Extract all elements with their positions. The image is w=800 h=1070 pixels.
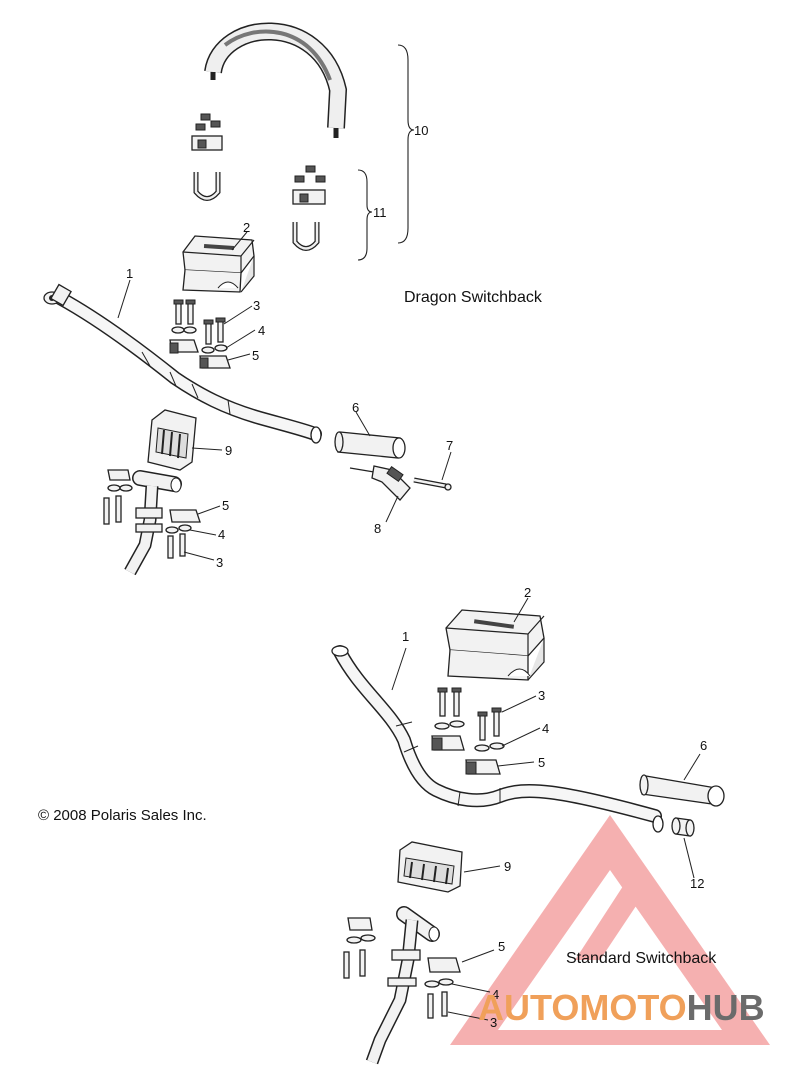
dragon-callout-1: 1 — [126, 266, 133, 281]
dragon-part-1-handlebar — [43, 283, 322, 444]
dragon-callout-3: 3 — [253, 298, 260, 313]
dragon-washers-4 — [171, 326, 228, 354]
dragon-part-9-riser-block — [147, 409, 197, 471]
standard-callout-lower-3: 3 — [490, 1015, 497, 1030]
dragon-section-title: Dragon Switchback — [404, 289, 543, 306]
dragon-callout-7: 7 — [446, 438, 453, 453]
dragon-callout-2: 2 — [243, 220, 250, 235]
dragon-u-bolt-kit-right — [292, 165, 326, 251]
dragon-callout-5: 5 — [252, 348, 259, 363]
standard-part-9-riser-block — [397, 841, 463, 893]
copyright-notice: © 2008 Polaris Sales Inc. — [38, 807, 207, 824]
standard-part-6-grip — [639, 774, 725, 807]
standard-part-1-handlebar — [331, 645, 664, 833]
standard-part-2-pad — [445, 609, 545, 681]
dragon-callout-6: 6 — [352, 400, 359, 415]
standard-callout-9: 9 — [504, 859, 511, 874]
standard-callout-lower-5: 5 — [498, 939, 505, 954]
dragon-part-2-pad — [182, 235, 255, 293]
watermark-text: AUTOMOTOHUB — [478, 987, 765, 1028]
dragon-brace-10 — [397, 44, 415, 244]
standard-callout-12: 12 — [690, 876, 704, 891]
dragon-part-8-throttle — [349, 465, 411, 501]
standard-steering-post — [365, 906, 440, 1065]
standard-section: 2 1 3 4 — [331, 585, 725, 1065]
dragon-section: 10 11 2 1 — [43, 22, 543, 576]
standard-part-12-plug — [671, 817, 695, 837]
dragon-steering-post — [124, 470, 182, 576]
watermark-logo — [450, 815, 770, 1045]
dragon-callout-10: 10 — [414, 123, 428, 138]
dragon-u-bolt-kit-left — [191, 113, 223, 201]
dragon-callout-9: 9 — [225, 443, 232, 458]
standard-section-title: Standard Switchback — [566, 950, 717, 967]
dragon-part-7-pin — [413, 477, 452, 491]
dragon-clamps-5 — [169, 339, 231, 369]
dragon-callout-4: 4 — [258, 323, 265, 338]
dragon-callout-lower-4: 4 — [218, 527, 225, 542]
standard-washers-4 — [434, 720, 505, 752]
watermark-text-part1: AUTOMOTO — [478, 987, 687, 1028]
standard-callout-lower-4: 4 — [492, 987, 499, 1002]
standard-clamps-5 — [431, 735, 501, 775]
dragon-part-10-bar-bend — [204, 22, 348, 138]
dragon-callout-11: 11 — [373, 205, 387, 220]
standard-callout-5: 5 — [538, 755, 545, 770]
standard-bolts-3 — [437, 687, 502, 741]
standard-callout-4: 4 — [542, 721, 549, 736]
dragon-bolts-3 — [173, 299, 226, 345]
dragon-brace-11 — [357, 169, 373, 261]
dragon-part-6-grip — [334, 431, 406, 459]
dragon-callout-lower-3: 3 — [216, 555, 223, 570]
standard-callout-1: 1 — [402, 629, 409, 644]
standard-callout-3: 3 — [538, 688, 545, 703]
dragon-callout-8: 8 — [374, 521, 381, 536]
standard-callout-6: 6 — [700, 738, 707, 753]
standard-callout-2: 2 — [524, 585, 531, 600]
dragon-lower-hardware — [103, 469, 201, 559]
standard-lower-hardware — [343, 917, 461, 1019]
watermark-text-part2: HUB — [687, 987, 765, 1028]
dragon-callout-lower-5: 5 — [222, 498, 229, 513]
